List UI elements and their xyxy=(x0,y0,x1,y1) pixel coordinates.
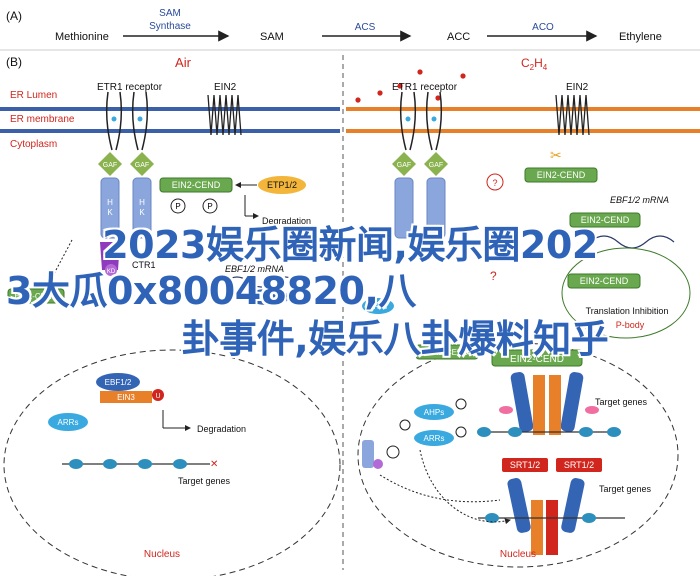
ctr1-kinase-left xyxy=(100,242,120,270)
svg-text:Target genes: Target genes xyxy=(178,476,231,486)
hk-domain-left-2 xyxy=(132,177,152,239)
svg-text:EIN2: EIN2 xyxy=(566,82,589,93)
panel-a-label: (A) xyxy=(6,9,22,23)
svg-text:K: K xyxy=(139,208,145,217)
p-body-region xyxy=(561,247,691,339)
ein3-box-right-lower xyxy=(531,500,543,555)
svg-text:P-body: P-body xyxy=(616,320,645,330)
enap-right xyxy=(560,372,584,432)
svg-text:EIN2-CEND: EIN2-CEND xyxy=(581,215,630,225)
ebf-protein-left xyxy=(96,373,140,391)
ebf-oval-upper xyxy=(246,289,290,305)
svg-text:AHPs: AHPs xyxy=(424,408,444,417)
ein2-cend-box-left-lower xyxy=(7,288,65,304)
ethylene-label: Ethylene xyxy=(619,31,662,43)
air-label: Air xyxy=(175,55,192,70)
nucleus-left xyxy=(3,349,341,581)
acc-label: ACC xyxy=(447,31,470,43)
svg-text:GAF: GAF xyxy=(103,162,117,169)
hk-domain-left-1 xyxy=(100,177,120,239)
svg-text:GAF: GAF xyxy=(429,162,443,169)
er-membrane-left xyxy=(0,107,340,111)
tree1-box xyxy=(546,500,558,555)
panel-b-label: (B) xyxy=(6,55,22,69)
svg-text:P: P xyxy=(175,202,180,211)
svg-text:GAF: GAF xyxy=(135,162,149,169)
er-membrane-right xyxy=(346,107,700,111)
svg-text:SRT1/2: SRT1/2 xyxy=(510,460,540,470)
svg-text:EIN2-CEND: EIN2-CEND xyxy=(425,348,468,357)
sam-synthase-label-1: SAM xyxy=(159,8,181,19)
svg-text:ETR1 receptor: ETR1 receptor xyxy=(392,82,458,93)
ein2-cend-box-left xyxy=(159,177,233,193)
svg-text:H: H xyxy=(139,198,145,207)
svg-text:Nucleus: Nucleus xyxy=(500,549,536,560)
svg-text:ETP1/2: ETP1/2 xyxy=(267,180,297,190)
svg-text:SRT1/2: SRT1/2 xyxy=(564,460,594,470)
svg-text:Translation Inhibition: Translation Inhibition xyxy=(586,306,669,316)
arrs-right xyxy=(414,430,454,446)
arrs-left xyxy=(48,413,88,431)
ein2-cend-box-right-2 xyxy=(569,212,641,228)
ein3-box-left xyxy=(100,391,152,403)
ein2-cend-box-nucleus xyxy=(491,349,583,367)
cytoplasm-label: Cytoplasm xyxy=(10,139,57,150)
gaf-domain-left-2 xyxy=(130,152,154,176)
c2h4-label: C2H4 xyxy=(521,56,548,72)
svg-text:EBF1/2 mRNA: EBF1/2 mRNA xyxy=(610,195,669,205)
srt2-box xyxy=(556,458,602,472)
svg-text:Degradation: Degradation xyxy=(197,424,246,434)
sam-synthase-label-2: Synthase xyxy=(149,21,191,32)
ein2-cend-box-right-3 xyxy=(567,273,641,289)
svg-text:EBF1/2 mRNA: EBF1/2 mRNA xyxy=(225,264,284,274)
svg-text:ARRs: ARRs xyxy=(424,434,445,443)
ein2-cend-box-right-left xyxy=(415,344,479,360)
svg-text:Target genes: Target genes xyxy=(599,484,652,494)
svg-text:EIN2-CEND: EIN2-CEND xyxy=(172,180,221,190)
srt1-box xyxy=(502,458,548,472)
svg-text:EIN3: EIN3 xyxy=(117,393,135,402)
er-membrane-label: ER membrane xyxy=(10,114,75,125)
svg-text:Nucleus: Nucleus xyxy=(144,549,180,560)
methionine-label: Methionine xyxy=(55,31,109,43)
ein3-box-right-a xyxy=(533,375,545,435)
svg-text:?: ? xyxy=(492,178,497,188)
svg-text:Degradation: Degradation xyxy=(262,216,311,226)
ein2-left: EIN2 xyxy=(214,82,237,93)
svg-text:AHPs: AHPs xyxy=(369,304,387,311)
svg-text:KD: KD xyxy=(107,269,116,275)
etr1-receptor-left: ETR1 receptor xyxy=(97,82,163,93)
svg-text:GAF: GAF xyxy=(397,162,411,169)
acs-label: ACS xyxy=(355,22,376,33)
nucleus-right xyxy=(357,342,679,568)
svg-text:CTR1: CTR1 xyxy=(132,260,156,270)
svg-text:K: K xyxy=(107,208,113,217)
ein3-box-right-b xyxy=(549,375,561,435)
sam-label: SAM xyxy=(260,31,284,43)
ebf2-box xyxy=(362,440,374,468)
svg-text:P: P xyxy=(207,202,212,211)
svg-text:EIN2-CEND: EIN2-CEND xyxy=(510,354,564,365)
scissors-icon: ✂ xyxy=(550,147,562,163)
svg-text:?: ? xyxy=(490,269,497,283)
ein2-cend-box-right-1 xyxy=(524,167,598,183)
svg-text:EIN2-CEND: EIN2-CEND xyxy=(14,292,57,301)
svg-text:H: H xyxy=(107,198,113,207)
ahps-right xyxy=(414,404,454,420)
svg-text:EBF1/2: EBF1/2 xyxy=(105,378,132,387)
svg-text:✕: ✕ xyxy=(210,459,218,470)
svg-text:EBF1/2: EBF1/2 xyxy=(255,293,282,302)
gaf-domain-left-1 xyxy=(98,152,122,176)
svg-text:EIN2-CEND: EIN2-CEND xyxy=(580,276,629,286)
er-lumen-label: ER Lumen xyxy=(10,90,57,101)
svg-text:U: U xyxy=(155,393,160,400)
svg-text:ARRs: ARRs xyxy=(58,418,79,427)
svg-text:EIN2-CEND: EIN2-CEND xyxy=(537,170,586,180)
aco-label: ACO xyxy=(532,22,554,33)
etp-oval xyxy=(258,176,306,194)
svg-text:Target genes: Target genes xyxy=(595,397,648,407)
enap-left xyxy=(510,372,534,432)
